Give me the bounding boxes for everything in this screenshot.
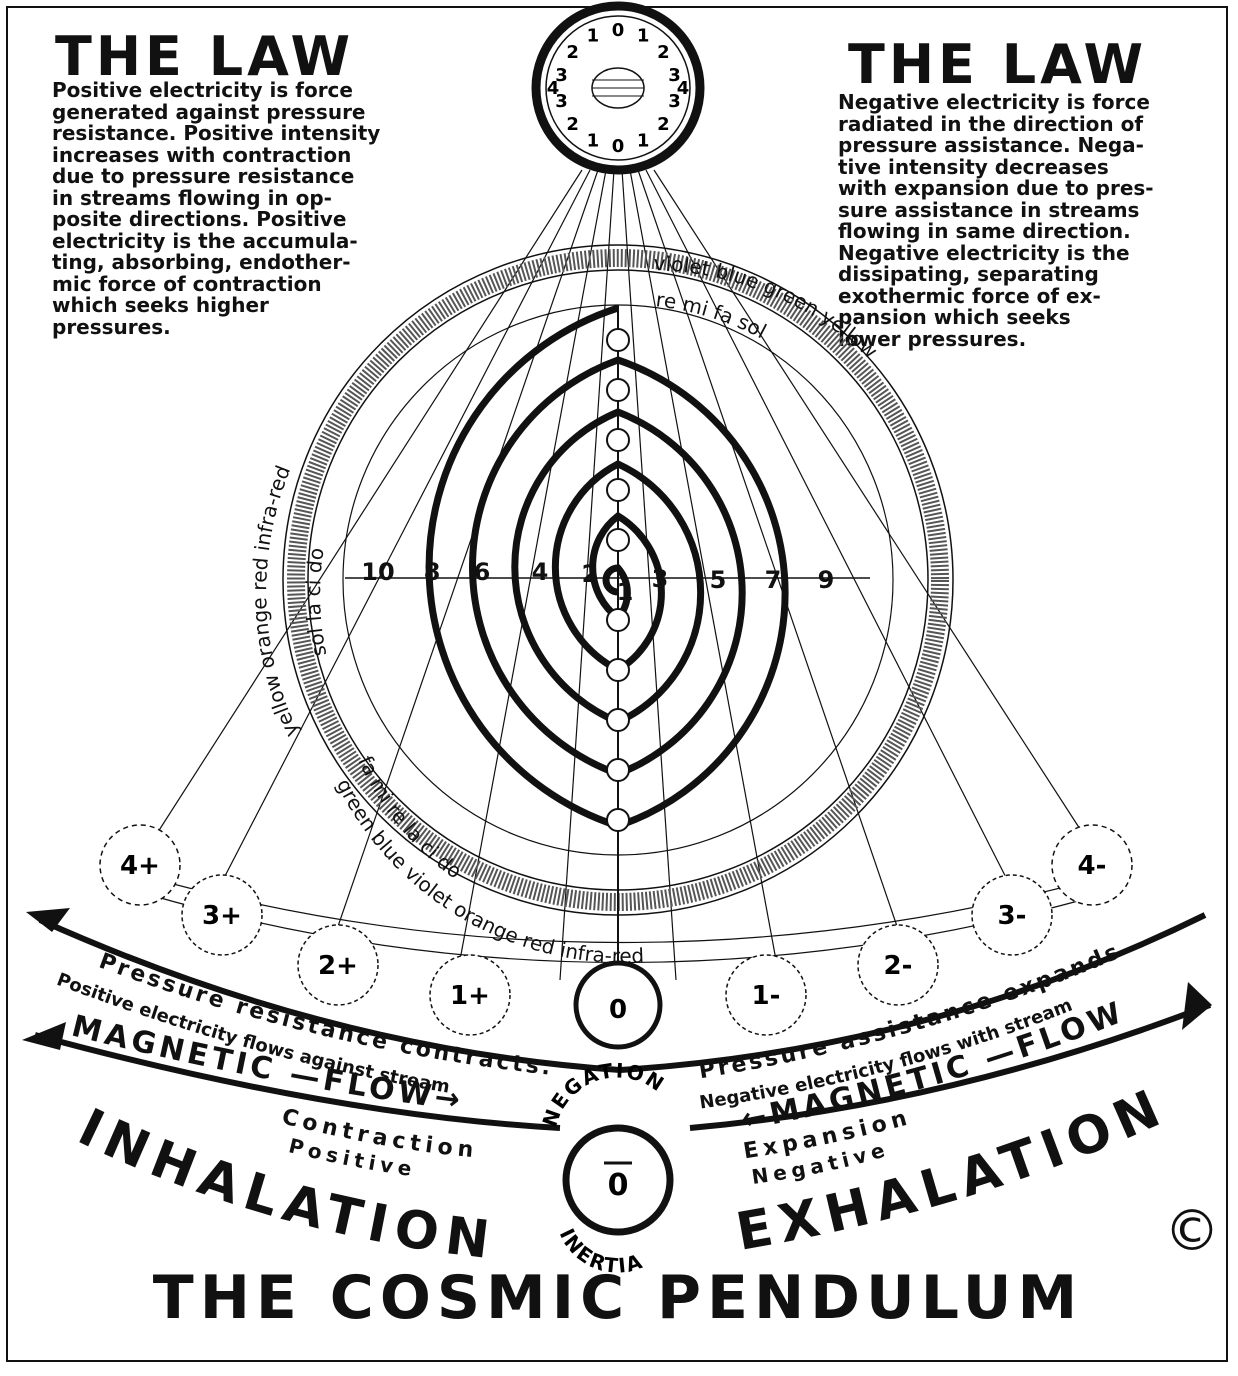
positive-pole-label: 4+ [120,851,160,881]
spiral-number: 10 [361,558,394,586]
inertia-zero: 0 [608,1168,629,1203]
inertia-circle: 0 NEGATION INERTIA [538,1058,670,1278]
spiral-number: 5 [710,566,727,594]
ray-line [646,170,1020,905]
spiral-number: 6 [474,558,491,586]
positive-pole-label: 3+ [202,901,242,931]
clock-number-upper: 2 [657,42,670,63]
spiral-number: 8 [424,558,441,586]
spiral-node [607,809,629,831]
spiral-number: 1 [617,578,634,606]
zero-pole-label: 0 [609,995,627,1025]
clock-number-side: 4 [547,78,560,99]
clock-number-upper: 0 [612,20,625,41]
spiral-number: 4 [532,558,549,586]
inner-right-text: re mi fa sol [655,287,771,343]
clock-number-lower: 2 [657,114,670,135]
spiral-node [607,529,629,551]
spiral-node [607,759,629,781]
clock-number-lower: 2 [566,114,579,135]
spiral-node [607,659,629,681]
spiral-node [607,429,629,451]
spiral-number: 3 [652,565,669,593]
spiral-node [607,709,629,731]
clock-number-lower: 1 [587,130,600,151]
negative-pole-label: 4- [1078,851,1107,881]
clock-number-upper: 1 [637,26,650,47]
negative-pole-label: 2- [884,951,913,981]
clock-number-lower: 1 [637,130,650,151]
clock-number-lower: 0 [612,136,625,157]
positive-pole-label: 2+ [318,951,358,981]
spiral-node [607,329,629,351]
negative-pole-label: 3- [998,901,1027,931]
spiral-node [607,479,629,501]
clock-number-side: 4 [677,78,690,99]
spiral-number: 9 [818,566,835,594]
clock-number-upper: 2 [566,42,579,63]
cosmic-pendulum-title: THE COSMIC PENDULUM [153,1263,1083,1333]
clock-number-upper: 1 [587,26,600,47]
inner-left-text: sol la ci do [301,546,331,658]
inner-right-label: re mi fa sol [655,287,771,343]
spiral-number: 2 [582,560,599,588]
spiral-node [607,379,629,401]
negative-pole-label: 1- [752,981,781,1011]
positive-pole-label: 1+ [450,981,490,1011]
copyright-mark: © [1164,1199,1220,1264]
spiral-node [607,609,629,631]
spiral-number: 7 [765,566,782,594]
inner-left-label: sol la ci do [301,546,331,658]
